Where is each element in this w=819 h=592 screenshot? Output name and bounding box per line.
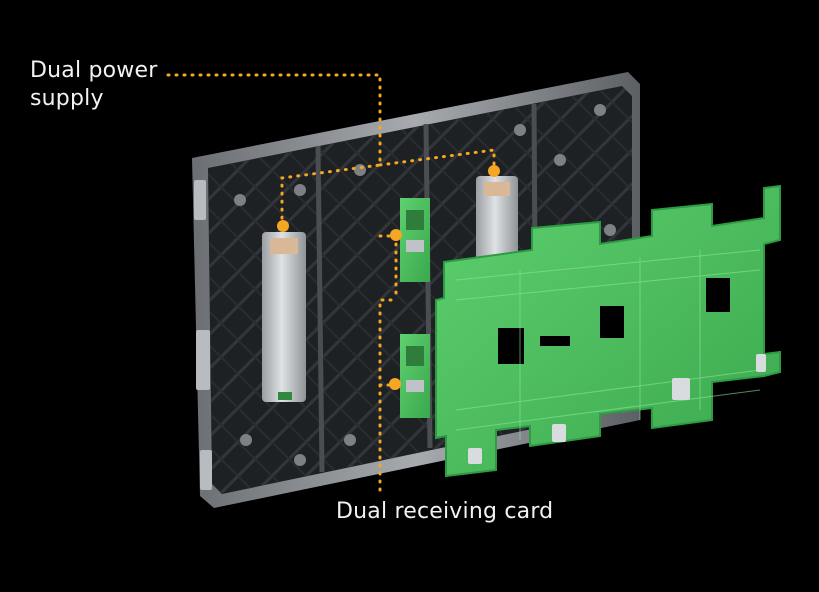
callout-power-dot-left [277, 220, 289, 232]
power-supply-left [262, 232, 306, 402]
power-supply-label-line2: supply [30, 85, 157, 113]
callout-card-dot-top [390, 229, 402, 241]
power-supply-label: Dual power supply [30, 57, 157, 113]
receiving-card-top [400, 198, 430, 282]
callout-power-dot-right [488, 165, 500, 177]
receiving-card-label: Dual receiving card [336, 498, 553, 526]
callout-card-dot-bottom [389, 378, 401, 390]
receiving-card-bottom [400, 334, 430, 418]
power-supply-label-line1: Dual power [30, 57, 157, 85]
